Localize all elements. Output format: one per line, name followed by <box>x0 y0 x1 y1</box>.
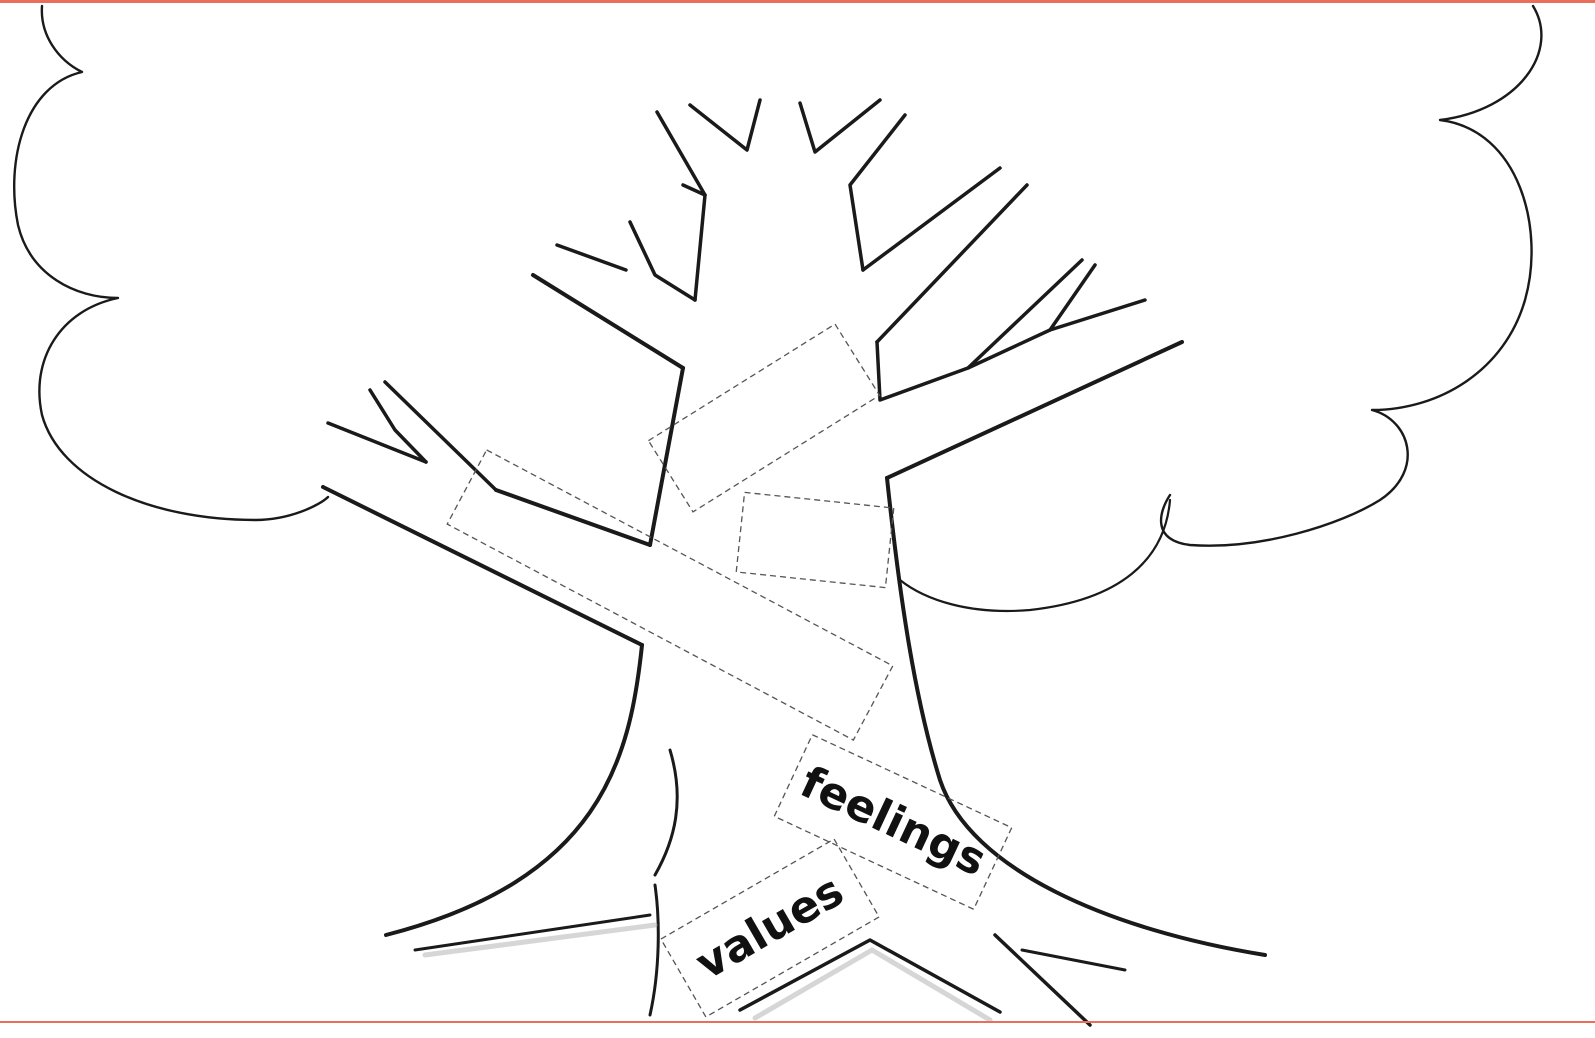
label-values: values <box>661 839 879 1017</box>
label-box-trunk-middle <box>736 492 894 587</box>
bottom-accent-rule <box>0 1021 1595 1023</box>
cloud-crown-outline <box>14 6 1541 611</box>
label-box-upper-branch <box>648 324 879 512</box>
top-accent-rule <box>0 0 1595 3</box>
label-values-text: values <box>687 865 852 990</box>
label-box-left-branch <box>447 450 893 740</box>
root-shadow <box>425 925 655 955</box>
